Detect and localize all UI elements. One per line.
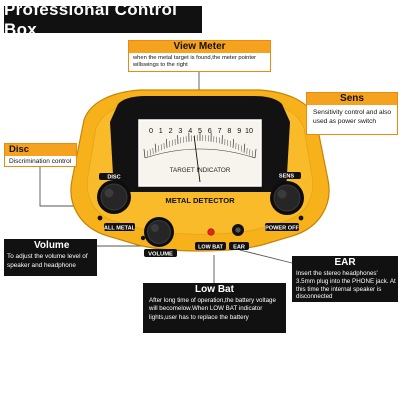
disc-label: DISC bbox=[107, 175, 120, 181]
view-meter-title: View Meter bbox=[129, 41, 270, 53]
disc-title: Disc bbox=[5, 144, 76, 156]
meter-scale-number: 6 bbox=[208, 126, 212, 135]
low-bat-title: Low Bat bbox=[143, 283, 286, 296]
meter-tick bbox=[143, 148, 146, 159]
disc-knob-highlight bbox=[104, 188, 114, 198]
sens-title: Sens bbox=[307, 93, 397, 105]
sens-label-plate bbox=[272, 172, 301, 179]
meter-scale-number: 0 bbox=[149, 126, 153, 135]
volume-knob[interactable] bbox=[147, 220, 171, 244]
volume-indicator-dot bbox=[140, 235, 146, 241]
ear-callout: EAR Insert the stereo headphones' 3.5mm … bbox=[292, 256, 398, 302]
low-bat-callout: Low Bat After long time of operation,the… bbox=[143, 283, 286, 333]
meter-tick bbox=[254, 148, 257, 159]
all-metal-label: ALL METAL bbox=[104, 225, 136, 231]
meter-scale-number: 9 bbox=[237, 126, 241, 135]
meter-tick bbox=[166, 138, 168, 148]
view-meter-description: when the metal target is found,the meter… bbox=[133, 55, 257, 68]
meter-face bbox=[138, 119, 262, 187]
ear-description: Insert the stereo headphones' 3.5mm plug… bbox=[296, 270, 396, 301]
volume-description: To adjust the volume level of speaker an… bbox=[7, 253, 88, 269]
sens-knob[interactable] bbox=[273, 184, 301, 212]
volume-title: Volume bbox=[4, 239, 97, 252]
meter-arc bbox=[144, 148, 256, 159]
meter-scale-number: 1 bbox=[159, 126, 163, 135]
sens-indicator-dot bbox=[298, 215, 304, 221]
view-meter-callout: View Meter when the metal target is foun… bbox=[128, 40, 271, 72]
ear-jack[interactable] bbox=[234, 226, 242, 234]
meter-scale-number: 7 bbox=[218, 126, 222, 135]
meter-scale-number: 2 bbox=[169, 126, 173, 135]
low-bat-led bbox=[207, 228, 215, 236]
ear-plate bbox=[229, 242, 249, 250]
device-name: METAL DETECTOR bbox=[165, 196, 235, 205]
ear-label: EAR bbox=[233, 244, 245, 250]
meter-tick bbox=[243, 143, 246, 153]
disc-label-plate bbox=[99, 173, 129, 180]
meter-tick bbox=[232, 138, 234, 148]
disc-knob[interactable] bbox=[100, 183, 128, 211]
sens-knob-highlight bbox=[277, 189, 287, 199]
low-bat-description: After long time of operation,the battery… bbox=[149, 297, 276, 321]
sens-callout: Sens Sensitivity control and also used a… bbox=[306, 92, 398, 135]
low-bat-label: LOW BAT bbox=[198, 244, 223, 250]
sens-label: SENS bbox=[279, 174, 295, 180]
meter-tick bbox=[154, 143, 157, 153]
meter-scale-number: 4 bbox=[188, 126, 192, 135]
meter-scale-number: 3 bbox=[178, 126, 182, 135]
sens-description: Sensitivity control and also used as pow… bbox=[313, 109, 392, 125]
page-title: Professional Control Box bbox=[4, 0, 202, 39]
meter-label: TARGET INDICATOR bbox=[170, 167, 231, 174]
volume-label-plate bbox=[144, 249, 177, 257]
all-metal-plate bbox=[104, 223, 135, 231]
meter-scale-number: 10 bbox=[245, 126, 253, 135]
disc-leader bbox=[39, 167, 86, 207]
power-off-plate bbox=[265, 223, 299, 231]
disc-callout: Disc Discrimination control bbox=[4, 143, 77, 167]
low-bat-plate bbox=[195, 242, 226, 250]
meter-scale-number: 8 bbox=[227, 126, 231, 135]
ear-title: EAR bbox=[292, 256, 398, 269]
disc-description: Discrimination control bbox=[9, 158, 72, 165]
power-off-label: POWER OFF bbox=[265, 225, 299, 231]
disc-indicator-dot bbox=[97, 215, 103, 221]
volume-knob-highlight bbox=[151, 224, 159, 232]
meter-pointer bbox=[193, 135, 201, 183]
volume-callout: Volume To adjust the volume level of spe… bbox=[4, 239, 97, 276]
meter-scale-number: 5 bbox=[198, 126, 202, 135]
volume-label: VOLUME bbox=[148, 251, 173, 257]
